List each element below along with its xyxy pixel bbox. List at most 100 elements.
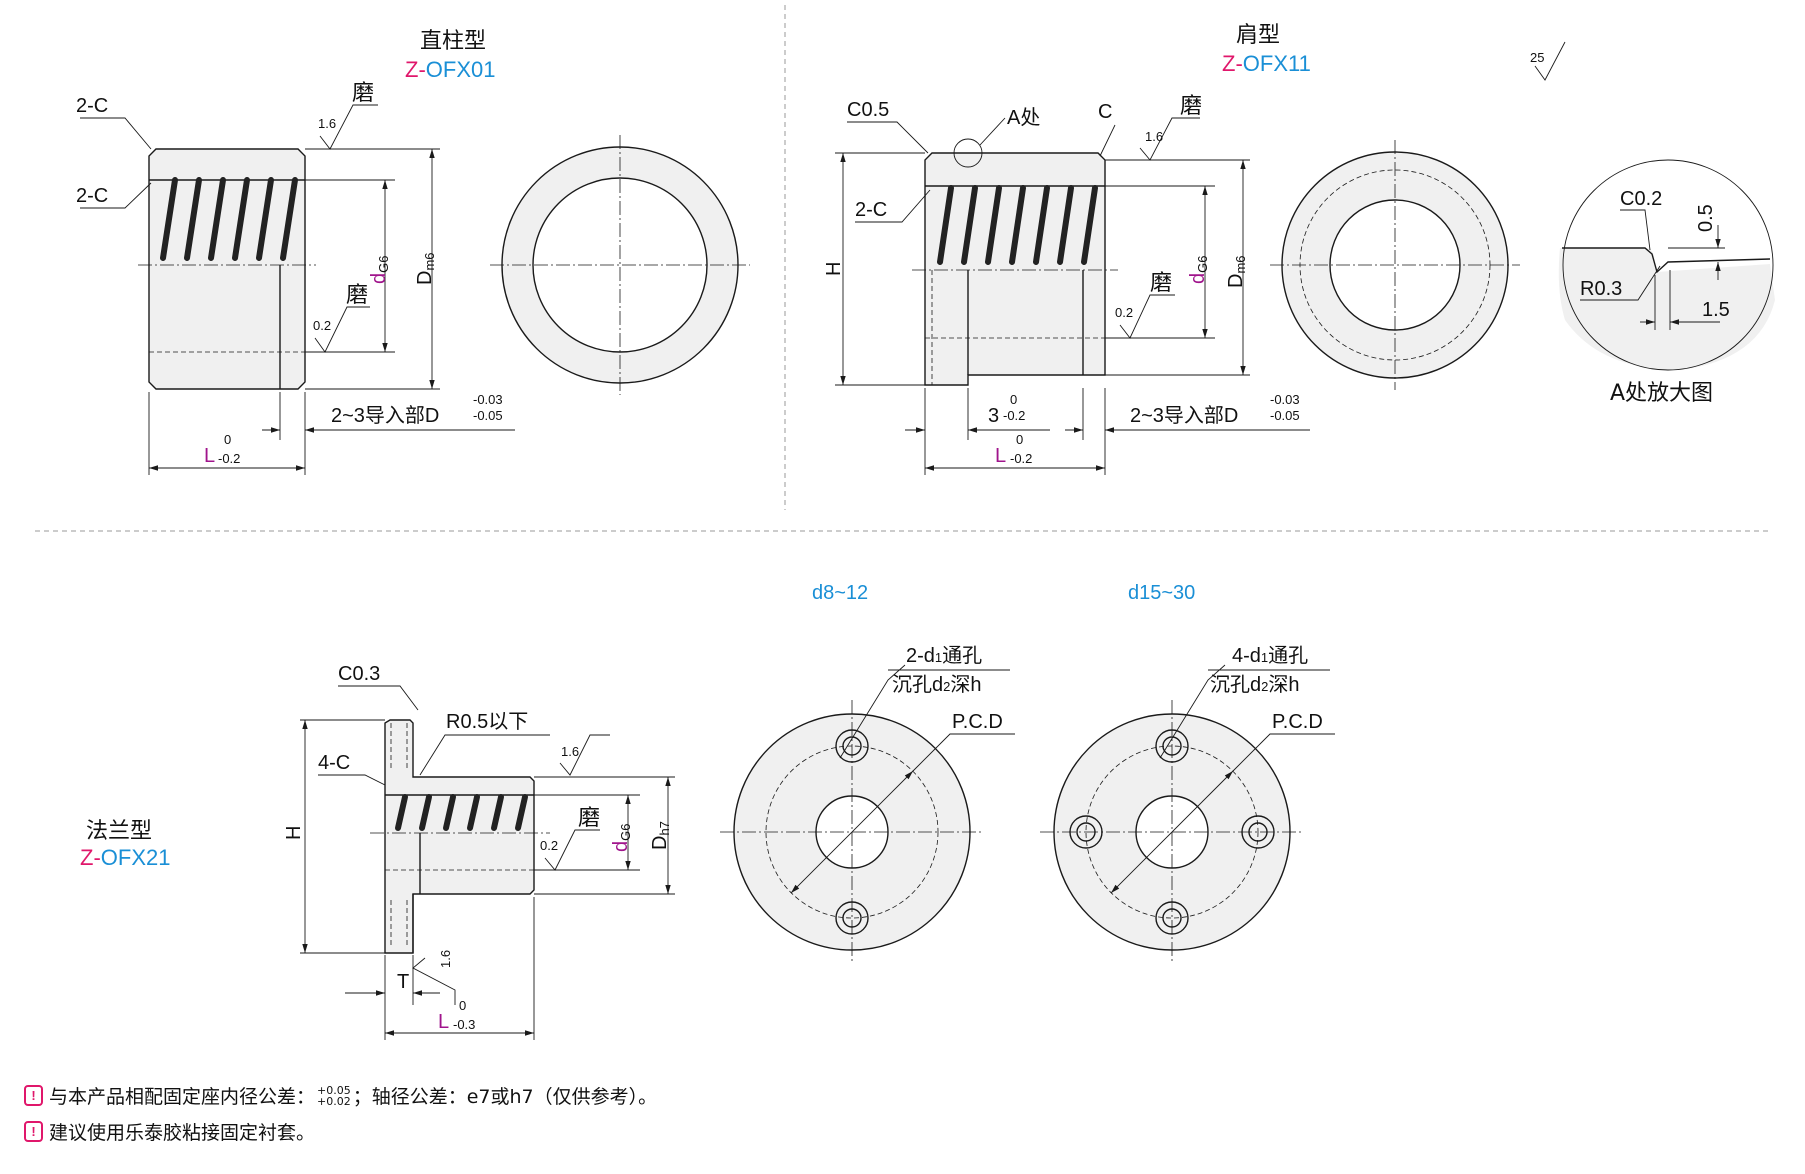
note-adhesive: ! 建议使用乐泰胶粘接固定衬套。 — [24, 1118, 315, 1145]
note-tolerance-text-pre: 与本产品相配固定座内径公差： — [49, 1086, 316, 1108]
grind-inner-label: 磨 — [346, 283, 368, 308]
outer-diameter-label: Dm6 — [414, 252, 437, 285]
variant-b-pcd-label: P.C.D — [1272, 711, 1323, 733]
roughness-top-value: 1.6 — [318, 116, 336, 131]
note-tolerance-upper: +0.05 — [317, 1083, 351, 1097]
flange-type-section: 法兰型 Z-OFX21 C0.3 R0.5以下 4-C 1.6 — [80, 582, 1335, 1040]
shoulder-roughness-top-value: 1.6 — [1145, 129, 1163, 144]
flange-c03-label: C0.3 — [338, 663, 380, 685]
shoulder-h-label: H — [823, 262, 845, 276]
roughness-inner-value: 0.2 — [313, 318, 331, 333]
detail-a-caption: A处放大图 — [1610, 381, 1713, 406]
variant-a-pcd-label: P.C.D — [952, 711, 1003, 733]
flange-type-code: Z-OFX21 — [80, 845, 170, 870]
note-tolerance-lower: +0.02 — [317, 1094, 351, 1108]
shoulder-length-tol-upper: 0 — [1016, 432, 1023, 447]
shoulder-3-label: 3 — [988, 405, 999, 427]
flange-4c-label: 4-C — [318, 752, 350, 774]
detail-r03-leader — [1580, 265, 1661, 301]
general-roughness-symbol — [1534, 41, 1566, 81]
detail-a-view: C0.2 0.5 R0.3 1.5 A处放大图 — [1558, 159, 1775, 406]
shoulder-type-code: Z-OFX11 — [1222, 51, 1311, 76]
bore-diameter-label: dG6 — [368, 256, 391, 284]
variant-b-end-view: P.C.D 4-d1通孔 沉孔d2深h — [1040, 644, 1335, 964]
flange-roughness-inner-value: 0.2 — [540, 838, 558, 853]
flange-roughness-flange — [412, 957, 456, 1005]
roughness-top-symbol — [319, 104, 378, 150]
shoulder-type-title: 肩型 — [1236, 23, 1280, 48]
lead-in-tol-lower: -0.05 — [473, 408, 503, 423]
straight-type-title: 直柱型 — [420, 29, 486, 54]
variant-a-counterbore-label: 沉孔d2深h — [892, 673, 981, 696]
flange-t-label: T — [397, 971, 409, 993]
flange-outer-label: Dh7 — [649, 821, 672, 850]
detail-a-label: A处 — [1007, 106, 1040, 129]
variant-b-pcd-leader — [1232, 733, 1335, 772]
detail-c02-label: C0.2 — [1620, 188, 1662, 210]
flange-length-label: L — [438, 1011, 449, 1033]
flange-r05-label: R0.5以下 — [446, 711, 528, 733]
grind-top-label: 磨 — [352, 81, 374, 106]
lead-in-label: 2~3导入部D — [331, 404, 439, 427]
flange-grind-label: 磨 — [578, 806, 600, 831]
flange-oil-grooves — [395, 794, 528, 831]
variant-a-range: d8~12 — [812, 582, 868, 604]
detail-a-marker — [953, 138, 983, 168]
chamfer-inner-label: 2-C — [76, 185, 108, 207]
c05-label: C0.5 — [847, 99, 889, 121]
warning-icon: ! — [24, 1085, 43, 1106]
variant-b-pcd-dim — [1110, 770, 1234, 894]
shoulder-lead-tol-upper: -0.03 — [1270, 392, 1300, 407]
chamfer-top-label: 2-C — [76, 95, 108, 117]
flange-type-title: 法兰型 — [86, 819, 152, 844]
detail-a-circle — [1562, 159, 1774, 371]
variant-a-holes-label: 2-d1通孔 — [906, 644, 982, 667]
warning-icon: ! — [24, 1121, 43, 1142]
shoulder-chamfer-label: 2-C — [855, 199, 887, 221]
flange-length-tol-upper: 0 — [459, 998, 466, 1013]
shoulder-chamfer-leader — [855, 189, 931, 223]
chamfer-top-leader — [80, 117, 152, 150]
flange-roughness-flange-value: 1.6 — [438, 950, 453, 968]
shoulder-3-tol-lower: -0.2 — [1003, 408, 1025, 423]
shoulder-grind-top-label: 磨 — [1180, 94, 1202, 119]
shoulder-3-tol-upper: 0 — [1010, 392, 1017, 407]
shoulder-roughness-inner-value: 0.2 — [1115, 305, 1133, 320]
flange-roughness-top — [559, 734, 610, 776]
shoulder-length-label: L — [995, 445, 1006, 467]
note-tolerance-text-post: ；轴径公差：e7或h7（仅供参考）。 — [352, 1086, 658, 1108]
flange-c03-leader — [338, 685, 419, 711]
detail-a-leader — [979, 117, 1006, 146]
shoulder-length-tol-lower: -0.2 — [1010, 451, 1032, 466]
shoulder-grind-inner-label: 磨 — [1150, 271, 1172, 296]
length-label: L — [204, 445, 215, 467]
variant-a-pcd-dim — [790, 770, 914, 894]
shoulder-roughness-inner — [1119, 294, 1175, 339]
c-leader — [1099, 124, 1116, 157]
c05-leader — [847, 121, 929, 154]
flange-roughness-inner — [544, 829, 600, 871]
detail-05-label: 0.5 — [1695, 204, 1717, 232]
c-label: C — [1098, 101, 1112, 123]
variant-b-counterbore-label: 沉孔d2深h — [1210, 673, 1299, 696]
roughness-inner-symbol — [314, 306, 370, 353]
note-tolerance: ! 与本产品相配固定座内径公差： +0.05 +0.02 ；轴径公差：e7或h7… — [24, 1082, 657, 1109]
straight-type-code: Z-OFX01 — [405, 57, 495, 82]
variant-b-range: d15~30 — [1128, 582, 1195, 604]
detail-r03-label: R0.3 — [1580, 278, 1622, 300]
shoulder-lead-tol-lower: -0.05 — [1270, 408, 1300, 423]
flange-length-tol-lower: -0.3 — [453, 1017, 475, 1032]
variant-a-end-view: P.C.D 2-d1通孔 沉孔d2深h — [720, 644, 1015, 964]
shoulder-oil-grooves — [937, 185, 1098, 265]
length-tol-lower: -0.2 — [218, 451, 240, 466]
variant-b-holes-label: 4-d1通孔 — [1232, 644, 1308, 667]
straight-type-section: 直柱型 Z-OFX01 2-C 2-C 1.6 磨 0.2 磨 — [76, 29, 750, 475]
straight-oil-grooves — [160, 177, 298, 261]
note-tolerance-range: +0.05 +0.02 — [317, 1085, 351, 1107]
note-adhesive-text: 建议使用乐泰胶粘接固定衬套。 — [49, 1122, 316, 1144]
variant-a-pcd-leader — [912, 733, 1015, 772]
flange-bore-label: dG6 — [610, 824, 633, 852]
shoulder-lead-label: 2~3导入部D — [1130, 404, 1238, 427]
shoulder-type-section: 肩型 Z-OFX11 25 A处 C0.5 C — [823, 23, 1775, 475]
shoulder-outer-label: Dm6 — [1225, 255, 1248, 288]
